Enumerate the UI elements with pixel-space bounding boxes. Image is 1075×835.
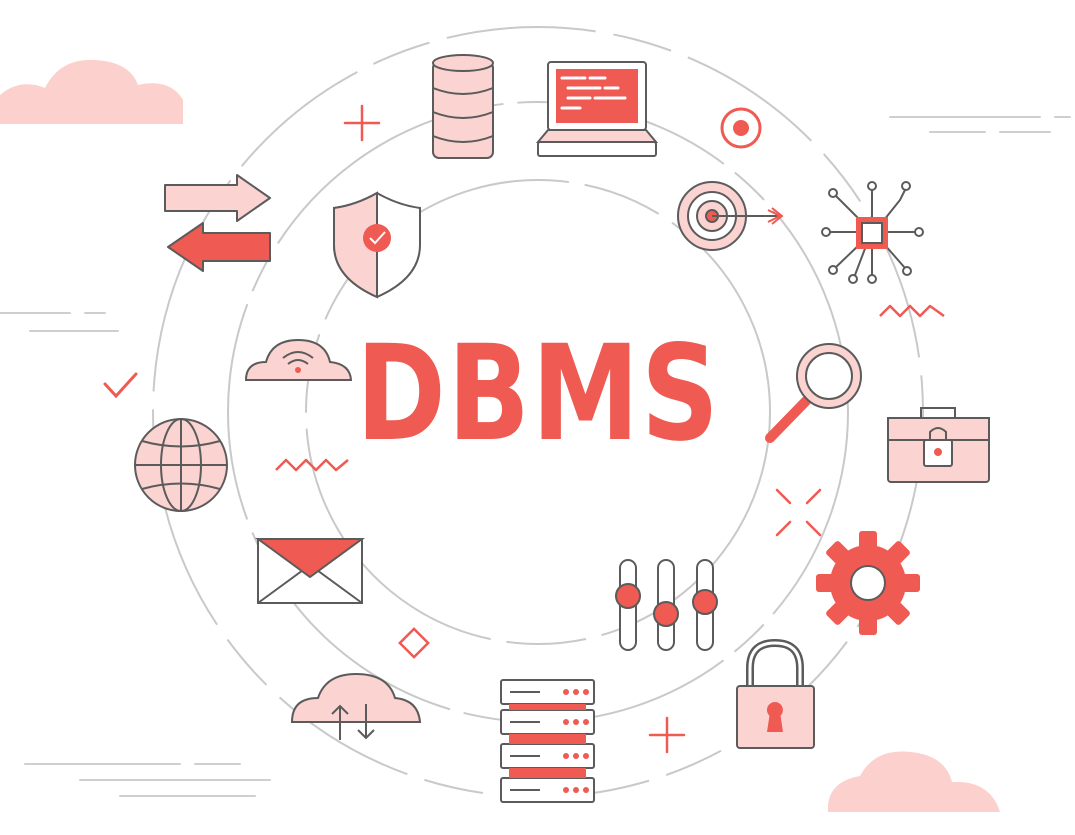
- zigzag-left: [275, 458, 349, 472]
- database-icon: [432, 54, 494, 159]
- envelope-icon: [254, 538, 366, 604]
- cloud-bottom-right: [827, 751, 1000, 812]
- dbms-title: DBMS: [356, 317, 721, 471]
- dartboard-icon: [677, 181, 784, 251]
- shield-check-icon: [333, 191, 421, 299]
- padlock-icon: [736, 638, 815, 749]
- decorative-streaks: [0, 116, 1071, 797]
- cloud-sync-icon: [290, 672, 422, 740]
- diamond-decor: [398, 627, 430, 659]
- server-rack-icon: [500, 679, 595, 803]
- chip-icon: [821, 181, 924, 284]
- arrows-exchange-icon: [164, 174, 271, 272]
- background-clouds: [0, 59, 1000, 812]
- cloud-top-left: [0, 59, 183, 124]
- sliders-icon: [615, 559, 718, 651]
- globe-icon: [134, 418, 228, 512]
- gear-icon: [816, 531, 920, 635]
- check-decor: [103, 372, 138, 399]
- target-dot-icon: [720, 107, 762, 149]
- inner-ring: [305, 179, 771, 645]
- zigzag-right: [879, 304, 945, 318]
- briefcase-lock-icon: [887, 407, 990, 483]
- wifi-cloud-icon: [244, 338, 353, 381]
- laptop-code-icon: [535, 61, 659, 157]
- burst-decor: [775, 488, 822, 537]
- magnifier-icon: [765, 343, 862, 443]
- plus-decor: [343, 104, 686, 754]
